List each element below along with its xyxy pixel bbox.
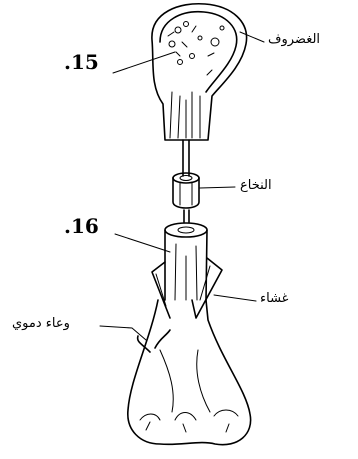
leader-cartilage bbox=[240, 32, 264, 42]
number-16: .16 bbox=[64, 216, 99, 236]
number-15: .15 bbox=[64, 52, 99, 72]
leader-16 bbox=[115, 234, 170, 252]
blood-vessel-drawing bbox=[138, 330, 170, 352]
leader-marrow bbox=[200, 187, 235, 188]
bone-head bbox=[152, 4, 247, 140]
marrow-segment bbox=[173, 173, 199, 222]
membrane-flap bbox=[152, 258, 222, 318]
leader-15 bbox=[113, 52, 175, 73]
bone-shaft bbox=[165, 223, 207, 300]
marrow-rod bbox=[183, 140, 189, 176]
bone-base bbox=[128, 300, 251, 445]
label-marrow: النخاع bbox=[240, 179, 272, 192]
label-membrane: غشاء bbox=[260, 292, 288, 305]
label-blood-vessel: وعاء دموي bbox=[12, 317, 70, 330]
label-cartilage: الغضروف bbox=[268, 33, 320, 46]
leader-vessel bbox=[100, 326, 146, 340]
leader-membrane bbox=[214, 295, 256, 301]
